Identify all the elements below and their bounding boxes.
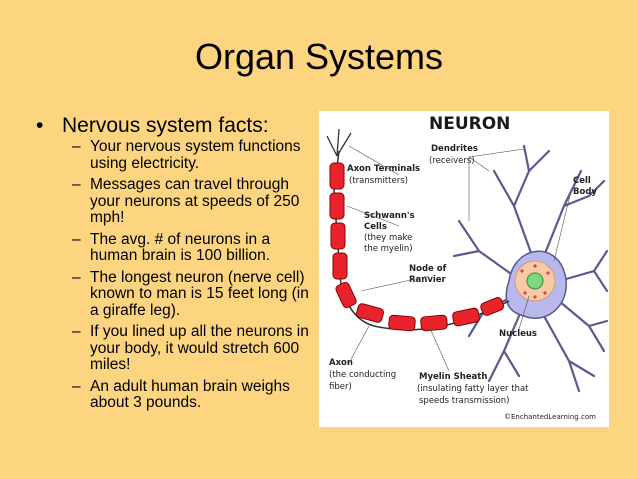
nucleus-dots	[520, 264, 550, 299]
label-axon-3: fiber)	[329, 382, 352, 392]
label-cell-body-1: Cell	[573, 176, 591, 186]
label-nucleus: Nucleus	[499, 329, 537, 339]
fact-item: –The avg. # of neurons in a human brain …	[72, 230, 317, 265]
bullet-dot-icon: •	[36, 114, 44, 137]
fact-text: Messages can travel through your neurons…	[90, 176, 300, 226]
fact-item: –If you lined up all the neurons in your…	[72, 323, 317, 374]
main-bullet-text: Nervous system facts:	[62, 114, 269, 137]
facts-list: –Your nervous system functions using ele…	[72, 138, 317, 417]
label-myelin-1: Myelin Sheath	[419, 372, 487, 382]
leader-lines	[346, 145, 572, 372]
dash-icon: –	[72, 230, 81, 248]
label-myelin-2: (insulating fatty layer that	[417, 384, 529, 394]
fact-text: The longest neuron (nerve cell) known to…	[90, 268, 309, 319]
credit-text: ©EnchantedLearning.com	[504, 413, 596, 421]
label-myelin-3: speeds transmission)	[419, 396, 509, 406]
diagram-labels: NEURON Dendrites (receivers) Axon Termin…	[329, 114, 597, 421]
fact-text: An adult human brain weighs about 3 poun…	[90, 377, 290, 411]
axon-terminals-graphic	[326, 128, 352, 157]
myelin-sheath-graphic	[329, 162, 505, 332]
label-dendrites: Dendrites	[431, 144, 478, 154]
dash-icon: –	[72, 138, 81, 155]
label-schwann-3: (they make	[364, 233, 412, 243]
dash-icon: –	[72, 176, 81, 193]
label-axon-terminals: Axon Terminals	[347, 164, 420, 174]
label-node-2: Ranvier	[409, 275, 447, 285]
neuron-diagram: NEURON Dendrites (receivers) Axon Termin…	[319, 111, 609, 427]
fact-item: –Messages can travel through your neuron…	[72, 176, 317, 227]
fact-item: –Your nervous system functions using ele…	[72, 138, 317, 172]
neuron-svg: NEURON Dendrites (receivers) Axon Termin…	[326, 114, 609, 421]
fact-text: If you lined up all the neurons in your …	[90, 323, 309, 373]
dash-icon: –	[72, 268, 81, 286]
dash-icon: –	[72, 323, 81, 340]
label-schwann-4: the myelin)	[364, 244, 413, 254]
diagram-title: NEURON	[429, 114, 510, 134]
label-node-1: Node of	[409, 264, 447, 274]
label-axon-2: (the conducting	[329, 370, 396, 380]
slide-title: Organ Systems	[194, 36, 444, 77]
dash-icon: –	[72, 377, 81, 395]
fact-text: Your nervous system functions using elec…	[90, 138, 301, 172]
label-axon-1: Axon	[329, 358, 353, 368]
label-schwann-1: Schwann's	[364, 211, 415, 221]
label-schwann-2: Cells	[364, 222, 387, 232]
label-axon-terminals-sub: (transmitters)	[349, 176, 408, 186]
fact-item: –The longest neuron (nerve cell) known t…	[72, 268, 317, 320]
fact-text: The avg. # of neurons in a human brain i…	[90, 230, 271, 264]
fact-item: –An adult human brain weighs about 3 pou…	[72, 377, 317, 412]
nucleolus-graphic	[526, 272, 544, 290]
label-dendrites-sub: (receivers)	[429, 156, 475, 166]
label-cell-body-2: Body	[573, 187, 597, 197]
